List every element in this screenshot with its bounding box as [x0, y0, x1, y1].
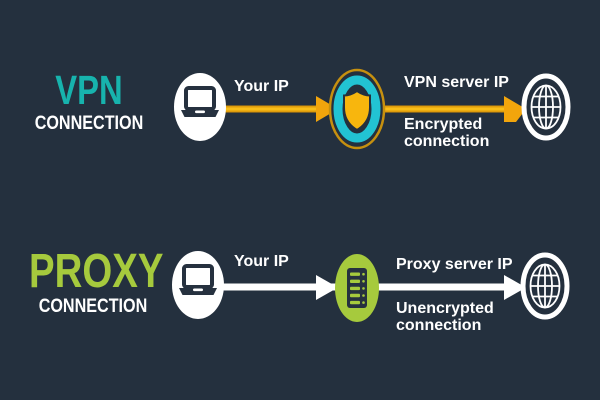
proxy-title: PROXY: [29, 245, 164, 298]
proxy-title-connection: CONNECTION: [38, 296, 148, 317]
arrowhead-icon: [504, 275, 526, 300]
proxy-arrow-your-ip: [220, 275, 348, 300]
globe-icon: [524, 76, 568, 138]
vpn-title: VPN: [55, 67, 123, 113]
laptop-icon: [170, 249, 226, 321]
arrowhead-icon: [316, 96, 338, 122]
vpn-arrow-your-ip: [220, 96, 348, 122]
server-rack-icon: [335, 254, 379, 322]
proxy-arrow-server: [357, 275, 526, 300]
proxy-your-ip-label: Your IP: [234, 253, 289, 270]
proxy-server-ip-label: Proxy server IP: [396, 256, 513, 273]
shield-icon: [328, 68, 386, 150]
vpn-server-ip-label: VPN server IP: [404, 74, 509, 91]
vpn-arrow-server: [357, 96, 526, 122]
arrowhead-icon: [504, 96, 526, 122]
arrowhead-icon: [316, 275, 338, 300]
globe-icon: [523, 255, 567, 317]
laptop-icon: [172, 71, 228, 143]
vpn-your-ip-label: Your IP: [234, 78, 289, 95]
vpn-title-connection: CONNECTION: [34, 113, 144, 134]
